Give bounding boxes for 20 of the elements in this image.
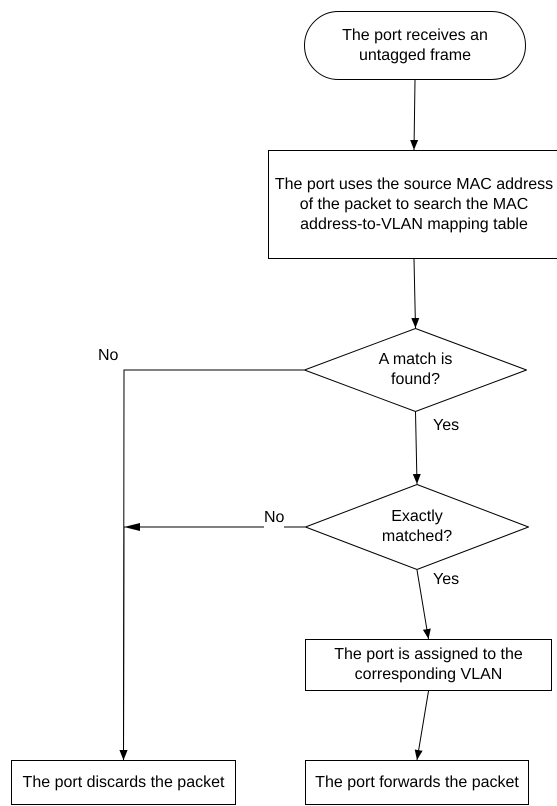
arrow [414, 690, 429, 760]
node-text: The port is assigned to the corresponding VLAN [333, 645, 524, 685]
node-text: Exactly matched? [380, 507, 454, 547]
node-text: The port forwards the packet [314, 772, 520, 792]
process-box [11, 760, 236, 805]
node-text: The port receives an untagged frame [341, 26, 489, 66]
arrow [410, 80, 418, 150]
edge-label: No [264, 508, 284, 528]
arrow [120, 523, 306, 760]
node-text: A match is found? [378, 350, 454, 390]
arrow [412, 412, 421, 484]
arrow [411, 258, 420, 328]
node-text: The port uses the source MAC address of the packet to search the MAC address-to-VLAN mapping table [274, 174, 554, 234]
decision-diamond [305, 484, 529, 570]
decision-diamond [304, 328, 527, 412]
process-box [305, 639, 552, 691]
node-text: The port discards the packet [22, 772, 226, 792]
process-box [268, 150, 557, 259]
arrow [416, 570, 431, 640]
process-box [305, 760, 529, 805]
